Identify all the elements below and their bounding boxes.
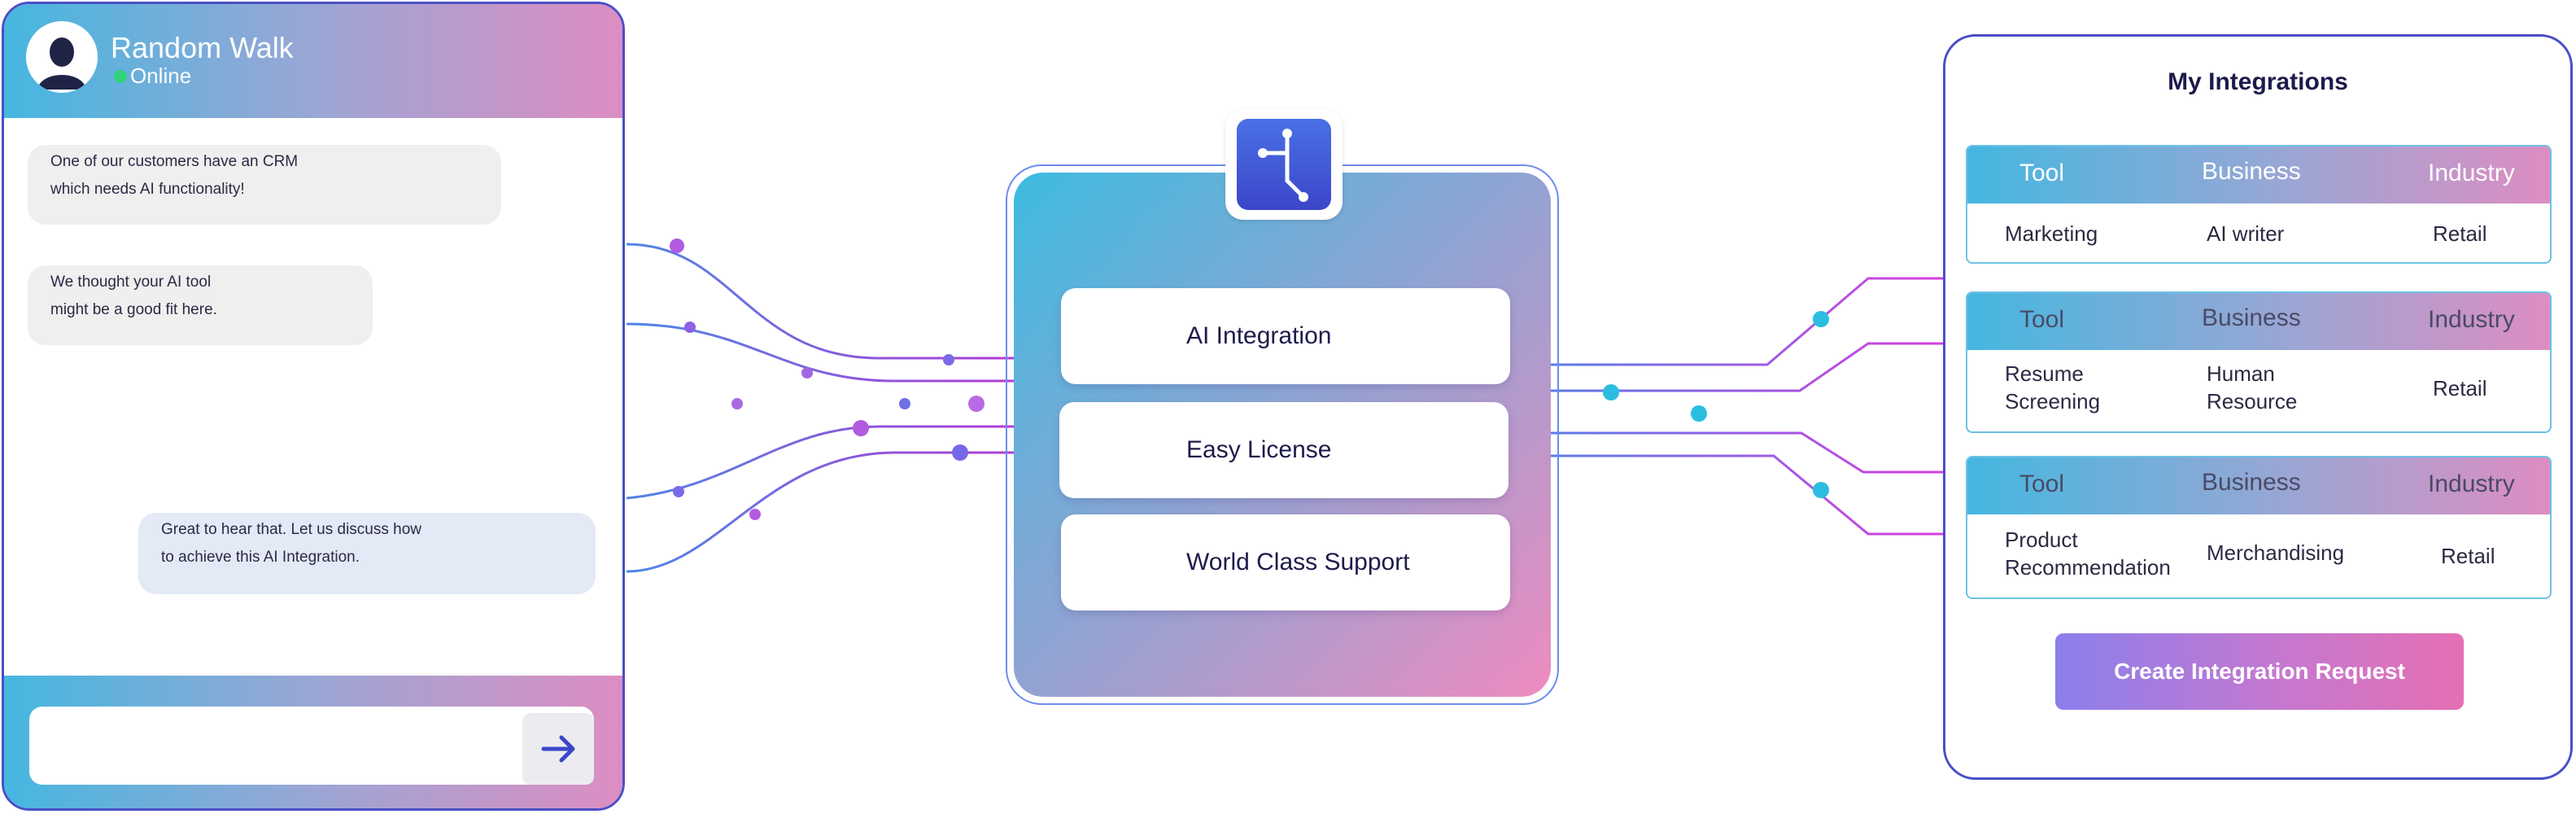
send-button[interactable] (522, 713, 594, 785)
integration-card[interactable]: Tool Business Industry Product Recommend… (1966, 456, 2552, 599)
integration-card[interactable]: Tool Business Industry Resume Screening … (1966, 291, 2552, 433)
message-bubble: We thought your AI tool might be a good … (28, 265, 373, 345)
message-line: which needs AI functionality! (50, 181, 245, 198)
cell-tool: Resume Screening (2005, 360, 2100, 415)
online-status-dot (114, 70, 127, 83)
column-header-business: Business (2202, 304, 2301, 331)
wire-node (801, 367, 813, 379)
cell-text: Resource (2207, 389, 2298, 414)
wire-node (952, 444, 968, 461)
wire-right-2 (1551, 342, 1943, 392)
message-input[interactable] (29, 707, 594, 785)
cell-text: Screening (2005, 389, 2101, 414)
chat-status: Online (130, 63, 192, 88)
feature-easy-license[interactable]: Easy License (1059, 402, 1508, 498)
cell-tool: Marketing (2005, 220, 2098, 247)
wire-node (1813, 311, 1829, 327)
create-integration-request-button[interactable]: Create Integration Request (2055, 633, 2464, 710)
wire-node (853, 420, 869, 436)
arrow-right-icon (541, 735, 575, 763)
column-header-business: Business (2202, 158, 2301, 185)
message-line: to achieve this AI Integration. (161, 549, 360, 566)
integration-logo-icon (1237, 119, 1331, 210)
wire-node (749, 509, 761, 520)
column-header-tool: Tool (2019, 160, 2065, 186)
cell-industry: Retail (2441, 544, 2495, 568)
card-header: Tool Business Industry (1967, 293, 2550, 350)
feature-world-class-support[interactable]: World Class Support (1061, 514, 1510, 610)
wire-node (1813, 482, 1829, 498)
card-header: Tool Business Industry (1967, 457, 2550, 514)
column-header-industry: Industry (2428, 470, 2515, 497)
wire-right-4 (1551, 431, 1943, 474)
wire-left-4 (626, 425, 1015, 500)
message-bubble: One of our customers have an CRM which n… (28, 145, 501, 225)
wire-node (684, 322, 696, 333)
wire-node (899, 398, 910, 409)
wire-node (670, 239, 684, 253)
message-line: Great to hear that. Let us discuss how (161, 521, 422, 538)
feature-ai-integration[interactable]: AI Integration (1061, 288, 1510, 384)
wire-node (943, 354, 954, 365)
user-silhouette-icon (26, 21, 98, 93)
cell-tool: Product Recommendation (2005, 526, 2171, 581)
cell-text: Resume (2005, 361, 2084, 386)
wire-node (1691, 405, 1707, 422)
wire-left-2 (626, 322, 1015, 383)
column-header-tool: Tool (2019, 306, 2065, 333)
column-header-industry: Industry (2428, 160, 2515, 186)
column-header-industry: Industry (2428, 306, 2515, 333)
avatar[interactable] (26, 21, 98, 93)
cell-industry: Retail (2433, 376, 2487, 400)
card-header: Tool Business Industry (1967, 147, 2550, 204)
message-line: One of our customers have an CRM (50, 153, 299, 170)
integration-card[interactable]: Tool Business Industry Marketing AI writ… (1966, 145, 2552, 264)
cell-business: AI writer (2207, 220, 2284, 247)
cell-business: Human Resource (2207, 360, 2297, 415)
cell-industry: Retail (2433, 221, 2487, 246)
cell-text: Product (2005, 527, 2078, 552)
cell-text: AI writer (2207, 221, 2285, 246)
chat-header (4, 4, 622, 118)
message-line: We thought your AI tool (50, 274, 212, 291)
wire-right-5 (1551, 454, 1943, 536)
wire-node (673, 486, 684, 497)
integrations-title: My Integrations (2168, 68, 2348, 95)
cell-text: Human (2207, 361, 2275, 386)
circuit-icon (1258, 129, 1308, 202)
column-header-tool: Tool (2019, 470, 2065, 497)
chat-title: Random Walk (111, 31, 294, 64)
wire-left-5 (626, 451, 1015, 573)
wire-node (1603, 384, 1619, 400)
wire-left-1 (626, 243, 1015, 360)
cell-text: Marketing (2005, 221, 2098, 246)
cell-text: Merchandising (2207, 540, 2345, 565)
wire-node (731, 398, 743, 409)
cell-business: Merchandising (2207, 539, 2344, 567)
wire-node (968, 396, 985, 412)
cell-text: Recommendation (2005, 555, 2171, 580)
message-bubble-reply: Great to hear that. Let us discuss how t… (138, 513, 596, 594)
wire-right-1 (1551, 277, 1943, 366)
column-header-business: Business (2202, 469, 2301, 496)
message-line: might be a good fit here. (50, 301, 217, 318)
